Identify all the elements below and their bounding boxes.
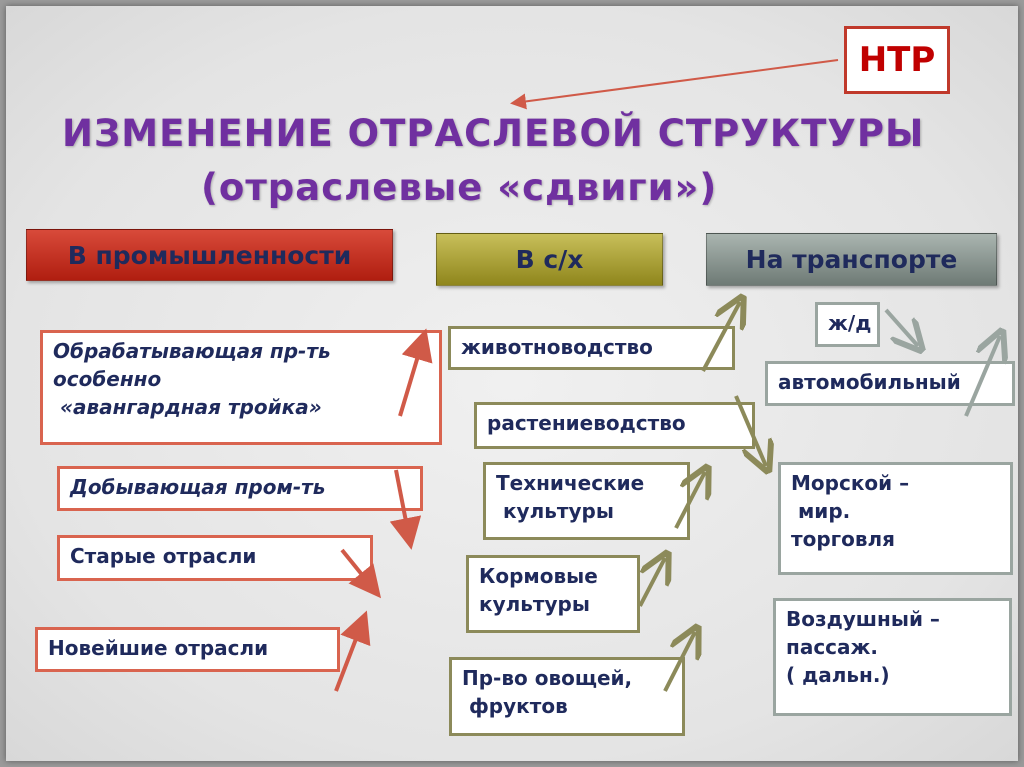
agri-livestock: животноводство bbox=[448, 326, 735, 370]
header-agriculture: В с/х bbox=[436, 233, 663, 286]
arrow-up-manufacturing bbox=[398, 328, 433, 417]
slide: НТР ИЗМЕНЕНИЕ ОТРАСЛЕВОЙ СТРУКТУРЫ (отра… bbox=[6, 6, 1018, 761]
arrow-up-fodder bbox=[638, 558, 665, 607]
arrow-down-rail bbox=[884, 308, 918, 346]
agri-vegetables: Пр-во овощей, фруктов bbox=[449, 657, 685, 736]
arrow-down-crops bbox=[734, 395, 766, 466]
ntr-badge: НТР bbox=[844, 26, 950, 94]
arrow-up-vegetables bbox=[663, 632, 695, 692]
agri-technical: Технические культуры bbox=[483, 462, 690, 540]
title-line1: ИЗМЕНЕНИЕ ОТРАСЛЕВОЙ СТРУКТУРЫ bbox=[62, 112, 925, 155]
arrow-down-extractive bbox=[389, 469, 422, 550]
arrow-down-old bbox=[340, 548, 382, 599]
arrow-up-newest bbox=[334, 610, 371, 692]
transport-sea: Морской – мир. торговля bbox=[778, 462, 1013, 575]
arrows-layer bbox=[334, 59, 1018, 692]
header-industry: В промышленности bbox=[26, 229, 393, 281]
agri-crops: растениеводство bbox=[474, 402, 755, 449]
title-line2: (отраслевые «сдвиги») bbox=[201, 166, 718, 209]
arrow-up-technical bbox=[674, 472, 705, 529]
industry-extractive: Добывающая пром-ть bbox=[57, 466, 423, 511]
transport-air: Воздушный – пассаж. ( дальн.) bbox=[773, 598, 1012, 716]
agri-fodder: Кормовые культуры bbox=[466, 555, 640, 633]
transport-auto: автомобильный bbox=[765, 361, 1015, 406]
industry-old: Старые отрасли bbox=[57, 535, 373, 581]
header-transport: На транспорте bbox=[706, 233, 997, 286]
industry-manufacturing: Обрабатывающая пр-ть особенно «авангардн… bbox=[40, 330, 442, 445]
arrow-up-livestock bbox=[701, 302, 740, 372]
arrow-ntr bbox=[510, 59, 839, 110]
arrow-up-auto bbox=[964, 336, 1000, 417]
industry-newest: Новейшие отрасли bbox=[35, 627, 340, 672]
transport-rail: ж/д bbox=[815, 302, 880, 347]
